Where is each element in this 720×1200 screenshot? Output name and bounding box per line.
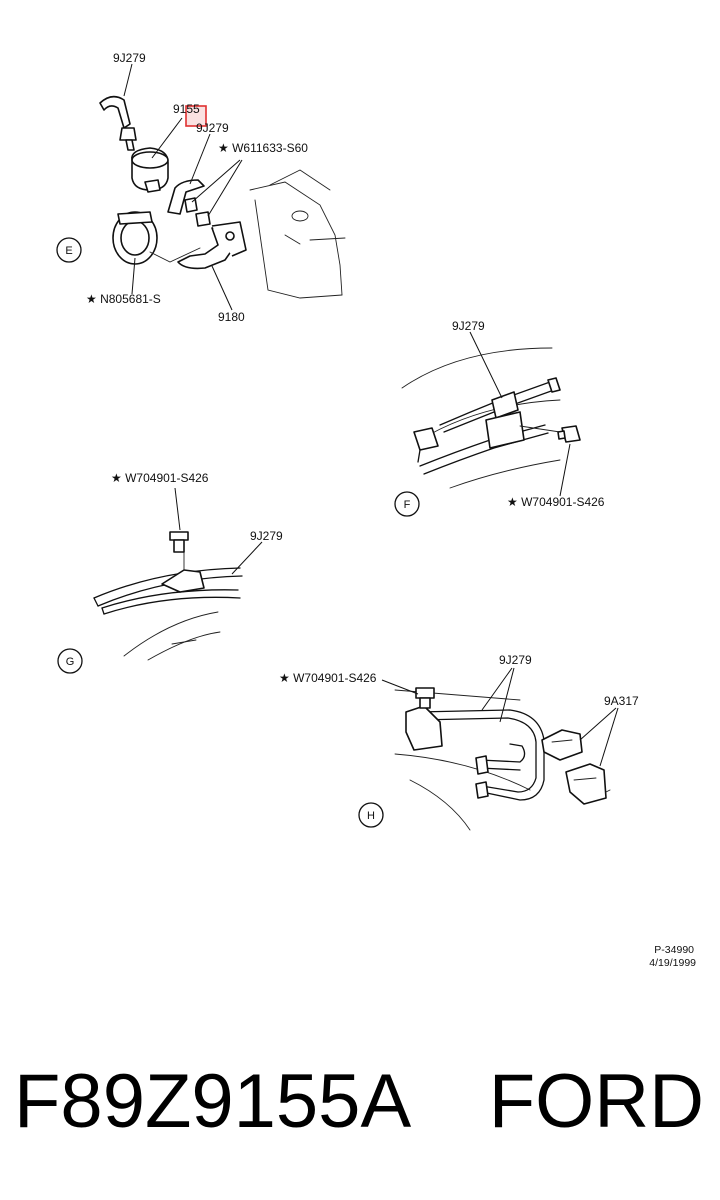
clip-9a317-lower	[565, 763, 607, 805]
parts-diagram: 9J279 9155 9J279 ★ W611633-S60 ★ N805681…	[56, 51, 696, 969]
clip-9a317-upper	[541, 729, 583, 761]
view-label-e: E	[65, 245, 72, 257]
bolt-w611633	[184, 197, 198, 213]
brand-name: FORD	[488, 1059, 704, 1144]
label-e-9j279-top: 9J279	[113, 51, 146, 65]
view-circle-f	[394, 491, 420, 517]
view-g: ★ W704901-S426 9J279 G	[57, 471, 283, 674]
label-e-9155: 9155	[173, 102, 200, 116]
fuel-tubes-9j279-h	[417, 709, 545, 801]
reference-code: P-34990	[654, 944, 694, 956]
fuel-tubes-9j279-f	[413, 377, 561, 475]
bolt-w704901-h	[415, 687, 435, 709]
label-g-9j279: 9J279	[250, 529, 283, 543]
clamp-n805681	[112, 211, 158, 265]
view-f: 9J279 ★ W704901-S426 F	[394, 319, 605, 517]
bracket-9180	[177, 221, 247, 270]
view-label-h: H	[367, 810, 375, 822]
label-e-9j279-b: 9J279	[196, 121, 229, 135]
part-number: F89Z9155A	[14, 1059, 412, 1144]
clip-f	[485, 411, 525, 449]
label-g-w704901: ★ W704901-S426	[111, 471, 209, 485]
label-f-9j279: 9J279	[452, 319, 485, 333]
fuel-tubes-9j279-g	[93, 567, 243, 615]
label-e-9180: 9180	[218, 310, 245, 324]
view-circle-g	[57, 648, 83, 674]
view-label-g: G	[66, 656, 75, 668]
view-e: 9J279 9155 9J279 ★ W611633-S60 ★ N805681…	[56, 51, 346, 324]
label-h-9j279: 9J279	[499, 653, 532, 667]
view-circle-h	[358, 802, 384, 828]
hose-9j279-lower	[167, 179, 205, 215]
view-h: ★ W704901-S426 9J279 9A317 H	[279, 653, 639, 831]
bracket-g	[161, 569, 205, 593]
bolt-w704901-g	[169, 531, 189, 553]
hose-9j279-top	[99, 95, 131, 129]
label-h-w704901: ★ W704901-S426	[279, 671, 377, 685]
fuel-filter-9155	[131, 147, 169, 193]
label-e-w611633: ★ W611633-S60	[218, 141, 308, 155]
label-h-9a317: 9A317	[604, 694, 639, 708]
bracket-h	[405, 705, 443, 751]
view-circle-e	[56, 237, 82, 263]
highlight-9155	[185, 105, 207, 127]
label-f-w704901: ★ W704901-S426	[507, 495, 605, 509]
bolt-w704901-f	[557, 425, 581, 443]
label-e-n805681: ★ N805681-S	[86, 292, 161, 306]
reference-date: 4/19/1999	[649, 957, 696, 969]
view-label-f: F	[404, 499, 411, 511]
